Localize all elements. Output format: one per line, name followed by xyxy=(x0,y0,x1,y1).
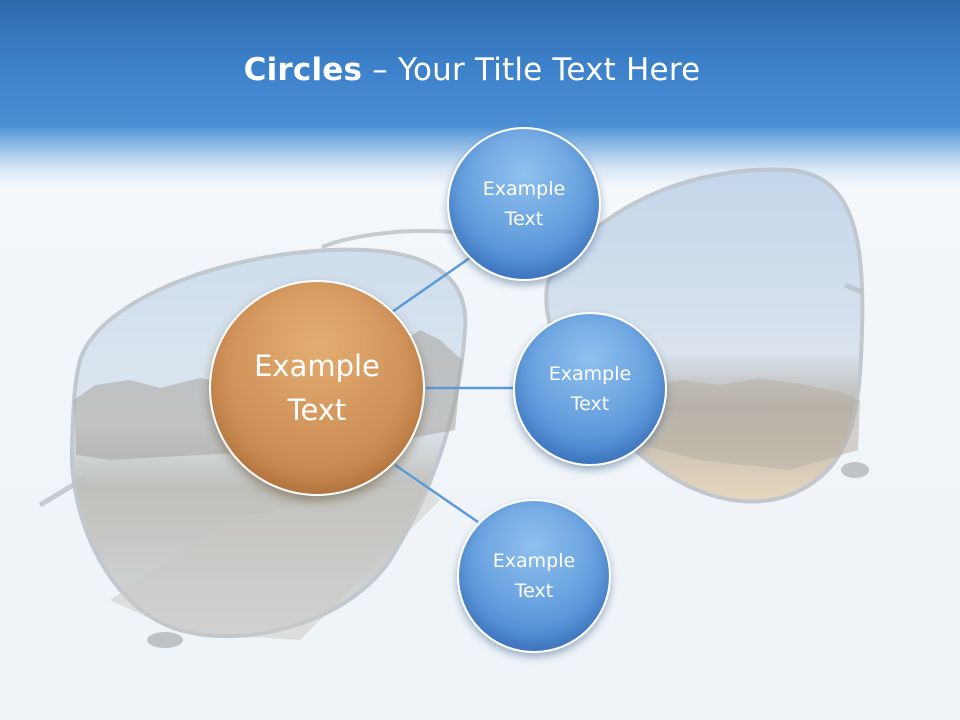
connector-bottom xyxy=(394,463,479,524)
node-circle-label: Example Text xyxy=(492,550,576,602)
node-circle-label: Example Text xyxy=(482,178,566,230)
title-bold: Circles xyxy=(243,52,363,88)
center-circle-label: Example Text xyxy=(254,349,380,427)
connector-top xyxy=(391,253,475,314)
center-circle[interactable]: Example Text xyxy=(209,280,425,496)
node-circle-label: Example Text xyxy=(548,363,632,415)
node-circle-top[interactable]: Example Text xyxy=(447,127,601,281)
node-circle-bottom[interactable]: Example Text xyxy=(457,499,611,653)
node-circle-middle[interactable]: Example Text xyxy=(513,312,667,466)
title-rest: – Your Title Text Here xyxy=(362,52,701,88)
slide-title: Circles – Your Title Text Here xyxy=(0,52,944,88)
